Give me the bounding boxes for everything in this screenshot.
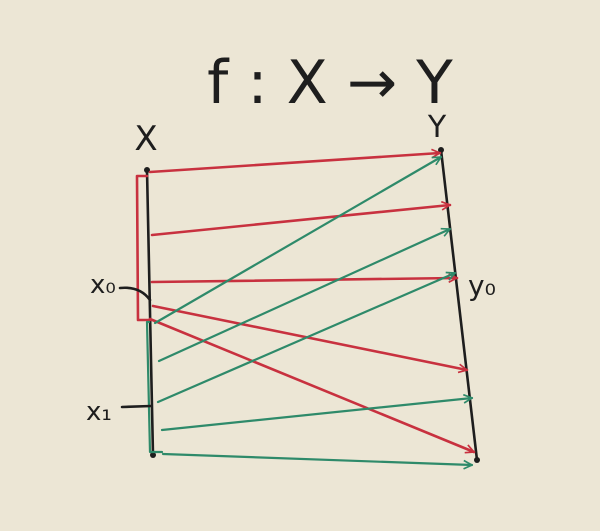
red-arrow-1 <box>148 153 442 174</box>
green-arrow-4 <box>160 398 472 432</box>
domain-top-endpoint <box>144 167 150 173</box>
point-label-y0: y₀ <box>468 269 496 302</box>
red-arrow-3 <box>150 278 459 284</box>
point-label-x0: x₀ <box>90 270 116 300</box>
green-arrow-1 <box>153 155 441 325</box>
domain-label-X: X <box>134 119 157 159</box>
green-arrow-3 <box>156 273 455 404</box>
red-arrow-2 <box>150 205 450 237</box>
green-arrow-5 <box>161 452 474 465</box>
domain-axis <box>145 168 155 457</box>
title-text: f : X → Y <box>207 48 453 118</box>
green-interval-bracket <box>145 320 164 454</box>
domain-bottom-endpoint <box>150 452 156 458</box>
codomain-label-Y: Y <box>427 110 447 145</box>
x1-pointer <box>120 404 153 409</box>
red-arrow-4 <box>151 304 467 370</box>
red-interval-bracket <box>135 174 152 322</box>
green-arrow-2 <box>157 229 450 363</box>
codomain-bottom-endpoint <box>474 457 480 463</box>
x0-pointer <box>118 286 152 302</box>
point-label-x1: x₁ <box>86 397 112 427</box>
